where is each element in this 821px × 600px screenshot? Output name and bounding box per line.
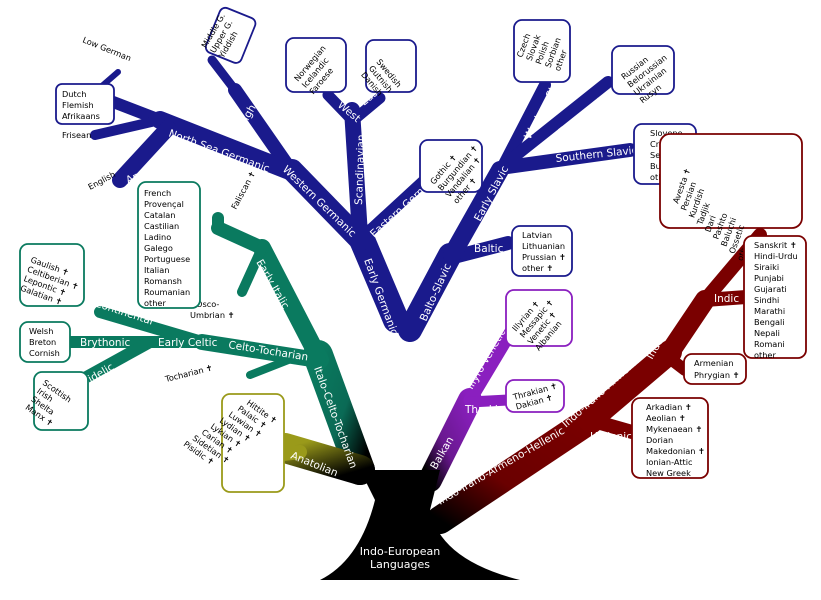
box-indic: Sanskrit ✝ Hindi-Urdu Siraiki Punjabi Gu… xyxy=(743,235,807,360)
box-eastern-slavic: Russian Belorussian Ukrainian Rusyn xyxy=(611,45,675,105)
box-dutch-item-3: Afrikaans xyxy=(62,111,100,121)
box-indic-item-11: other xyxy=(754,350,776,360)
leaf-tocharian: Tocharian ✝ xyxy=(163,362,214,384)
box-hellenic-item-1: Arkadian ✝ xyxy=(646,402,692,412)
box-indic-item-6: Sindhi xyxy=(754,295,779,305)
branch-thrakian: Thrakian xyxy=(464,404,511,416)
box-brythonic: Welsh Breton Cornish xyxy=(19,321,71,363)
leaf-faliscan: Faliscan ✝ xyxy=(229,169,258,211)
box-dutch-item-1: Dutch xyxy=(62,89,86,99)
box-eastern-germanic: Gothic ✝ Burgundian ✝ Vandalian ✝ other … xyxy=(419,139,483,206)
box-indic-item-4: Punjabi xyxy=(754,273,784,283)
box-west-norse: Norwegian Icelandic Faroese xyxy=(285,37,347,96)
box-romance-item-6: Galego xyxy=(144,243,173,253)
language-boxes: Dutch Flemish Afrikaans Middle G. Upper … xyxy=(19,6,807,493)
branch-hellenic: Hellenic xyxy=(590,431,632,443)
box-baltic: Latvian Lithuanian Prussian ✝ other ✝ xyxy=(511,225,573,277)
box-indic-item-7: Marathi xyxy=(754,306,785,316)
box-baltic-item-1: Latvian xyxy=(522,230,552,240)
branch-early-celtic: Early Celtic xyxy=(158,337,218,349)
box-illyro-venetic: Illyrian ✝ Messapic ✝ Venetic ✝ Albanian xyxy=(505,289,573,353)
box-hellenic-item-6: Ionian-Attic xyxy=(646,457,693,467)
box-armenian-item-1: Armenian xyxy=(694,358,734,368)
box-romance: French Provençal Catalan Castilian Ladin… xyxy=(137,181,201,309)
box-romance-item-7: Portuguese xyxy=(144,254,190,264)
box-armenian-item-2: Phrygian ✝ xyxy=(694,370,739,380)
box-brythonic-item-1: Welsh xyxy=(29,326,53,336)
leaf-osco-umbrian-2: Umbrian ✝ xyxy=(190,310,234,320)
branch-balto-slavo-germanic: Balto-Slavo-Germanic xyxy=(395,355,407,470)
root-label-line2: Languages xyxy=(370,558,430,571)
box-hellenic-item-2: Aeolian ✝ xyxy=(646,413,686,423)
box-southern-slavic-item-1: Slovene xyxy=(650,128,683,138)
box-romance-item-4: Castilian xyxy=(144,221,179,231)
box-high-german: Middle G. Upper G. Yiddish xyxy=(199,6,257,64)
leaf-low-german: Low German xyxy=(81,35,133,64)
branch-indic: Indic xyxy=(714,293,739,305)
box-romance-item-2: Provençal xyxy=(144,199,184,209)
box-hellenic-item-3: Mykenaean ✝ xyxy=(646,424,702,434)
box-hellenic-item-5: Makedonian ✝ xyxy=(646,446,705,456)
balkan-branches xyxy=(418,323,519,492)
box-hellenic-item-7: New Greek xyxy=(646,468,691,478)
branch-brythonic: Brythonic xyxy=(80,337,131,349)
branch-scandinavian: Scandinavian xyxy=(353,134,367,205)
root-label-line1: Indo-European xyxy=(360,545,441,558)
box-baltic-item-4: other ✝ xyxy=(522,263,553,273)
branch-western-germanic: Western Germanic xyxy=(280,164,358,240)
box-indic-item-1: Sanskrit ✝ xyxy=(754,240,797,250)
box-romance-item-10: Roumanian xyxy=(144,287,190,297)
box-indic-item-5: Gujarati xyxy=(754,284,787,294)
box-romance-item-5: Ladino xyxy=(144,232,171,242)
box-indic-item-3: Siraiki xyxy=(754,262,779,272)
box-indic-item-8: Bengali xyxy=(754,317,785,327)
box-romance-item-11: other xyxy=(144,298,166,308)
box-brythonic-item-2: Breton xyxy=(29,337,56,347)
branch-southern-slavic: Southern Slavic xyxy=(555,144,638,165)
box-indic-item-10: Romani xyxy=(754,339,785,349)
germanic-slavic-branches xyxy=(89,55,637,490)
box-romance-item-3: Catalan xyxy=(144,210,175,220)
box-brythonic-item-3: Cornish xyxy=(29,348,60,358)
box-iranian: Avesta ✝ Persian Kurdish Tadjik Dari Pas… xyxy=(659,133,803,262)
box-anatolian: Hittite ✝ Palaic ✝ Luwian ✝ Lydian ✝ Lyk… xyxy=(182,393,285,493)
box-romance-item-8: Italian xyxy=(144,265,169,275)
box-thrakian: Thrakian ✝ Dakian ✝ xyxy=(505,379,565,413)
leaf-frisean: Frisean xyxy=(62,130,91,140)
box-western-slavic: Czech Slovak Polish Sorbian other xyxy=(513,19,571,83)
box-armenian: Armenian Phrygian ✝ xyxy=(683,353,747,385)
box-continental: Gaulish ✝ Celtiberian ✝ Lepontic ✝ Galat… xyxy=(19,243,85,307)
box-hellenic-item-4: Dorian xyxy=(646,435,673,445)
tree-root xyxy=(320,470,520,580)
box-goidelic: Scottish Irish Shelta Manx ✝ xyxy=(24,371,89,431)
box-hellenic: Arkadian ✝ Aeolian ✝ Mykenaean ✝ Dorian … xyxy=(631,397,709,479)
box-indic-item-2: Hindi-Urdu xyxy=(754,251,798,261)
box-dutch-item-2: Flemish xyxy=(62,100,94,110)
leaf-osco-umbrian-1: Osco- xyxy=(196,299,219,309)
box-romance-item-9: Romansh xyxy=(144,276,182,286)
box-dutch: Dutch Flemish Afrikaans xyxy=(55,83,115,125)
branch-latin: Latin xyxy=(202,238,228,250)
box-romance-item-1: French xyxy=(144,188,171,198)
box-indic-item-9: Nepali xyxy=(754,328,780,338)
box-baltic-item-3: Prussian ✝ xyxy=(522,252,566,262)
branch-baltic: Baltic xyxy=(474,243,504,255)
box-baltic-item-2: Lithuanian xyxy=(522,241,565,251)
